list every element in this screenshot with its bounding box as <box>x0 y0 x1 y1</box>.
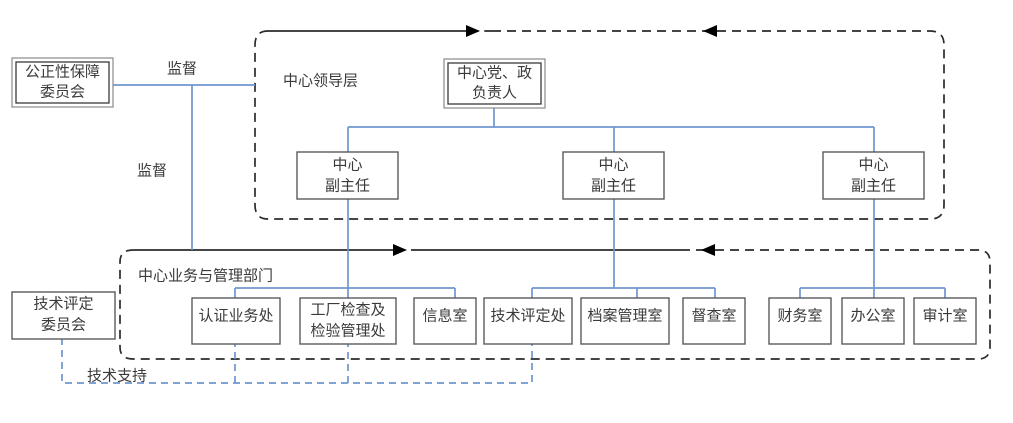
deputy-1-line1: 中心 <box>332 156 362 173</box>
box-impartiality-committee[interactable]: 公正性保障 委员会 <box>11 57 114 108</box>
box-department-7[interactable]: 财务室 <box>768 297 832 345</box>
departments-arrow-left-icon <box>701 244 715 256</box>
deputy-1-line2: 副主任 <box>325 177 370 194</box>
box-deputy-1[interactable]: 中心 副主任 <box>296 151 399 200</box>
box-department-6[interactable]: 督查室 <box>682 297 746 345</box>
department-9-line1: 审计室 <box>922 307 967 324</box>
departments-layer-label: 中心业务与管理部门 <box>138 267 273 284</box>
leadership-arrow-left-icon <box>703 25 717 37</box>
department-4-line1: 技术评定处 <box>490 307 565 324</box>
department-2-line1: 工厂检查及 <box>310 301 385 318</box>
box-department-4[interactable]: 技术评定处 <box>483 297 573 345</box>
department-2-line2: 检验管理处 <box>310 322 385 339</box>
edge-label-technical-support: 技术支持 <box>87 367 147 384</box>
box-technical-committee[interactable]: 技术评定 委员会 <box>11 291 116 340</box>
box-deputy-3[interactable]: 中心 副主任 <box>822 151 925 200</box>
box-department-9[interactable]: 审计室 <box>913 297 977 345</box>
connector-technical-support <box>61 338 533 384</box>
deputy-2-line1: 中心 <box>598 156 628 173</box>
box-department-3[interactable]: 信息室 <box>413 297 477 345</box>
deputy-2-line2: 副主任 <box>591 177 636 194</box>
department-6-line1: 督查室 <box>691 307 736 324</box>
deputy-3-line1: 中心 <box>858 156 888 173</box>
box-department-8[interactable]: 办公室 <box>841 297 905 345</box>
department-7-line1: 财务室 <box>777 307 822 324</box>
leadership-layer-label: 中心领导层 <box>283 72 358 89</box>
box-department-2[interactable]: 工厂检查及 检验管理处 <box>299 297 397 345</box>
box-department-5[interactable]: 档案管理室 <box>580 297 670 345</box>
technical-committee-line1: 技术评定 <box>33 295 93 312</box>
center-head-line2: 负责人 <box>472 84 517 101</box>
box-center-head[interactable]: 中心党、政 负责人 <box>443 58 546 109</box>
department-8-line1: 办公室 <box>850 307 895 324</box>
departments-layer-container <box>119 249 991 360</box>
department-5-line1: 档案管理室 <box>587 306 662 324</box>
box-deputy-2[interactable]: 中心 副主任 <box>562 151 665 200</box>
deputy-3-line2: 副主任 <box>851 177 896 194</box>
departments-arrow-right-icon <box>393 244 407 256</box>
technical-committee-line2: 委员会 <box>41 316 86 333</box>
impartiality-committee-line2: 委员会 <box>40 83 85 100</box>
impartiality-committee-line1: 公正性保障 <box>25 62 100 80</box>
department-3-line1: 信息室 <box>422 307 467 324</box>
center-head-line1: 中心党、政 <box>457 64 532 81</box>
edge-label-supervise-bottom: 监督 <box>137 162 167 179</box>
edge-label-supervise-top: 监督 <box>167 60 197 77</box>
department-1-line1: 认证业务处 <box>198 307 273 324</box>
leadership-layer-container <box>254 30 945 220</box>
box-department-1[interactable]: 认证业务处 <box>191 297 281 345</box>
leadership-arrow-right-icon <box>466 25 480 37</box>
